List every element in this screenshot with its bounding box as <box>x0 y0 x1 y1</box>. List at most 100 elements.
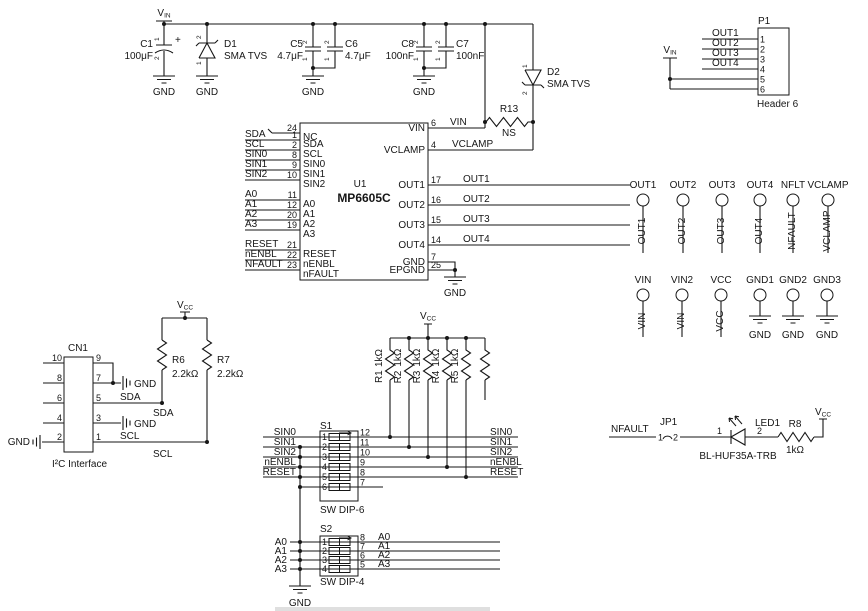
testpoint-out4: OUT4 OUT4 <box>747 180 774 253</box>
tp-vin2-net: VIN <box>676 313 687 330</box>
vin-rail-wires <box>162 22 533 26</box>
s1-pin11: 11 <box>360 438 369 448</box>
tp-gnd1-net: GND <box>749 330 771 341</box>
pullup-resistor-array: VCC R11kΩ R21kΩ R31kΩ R41kΩ R51kΩ <box>374 311 491 479</box>
r8-value: 1kΩ <box>786 445 805 456</box>
s1-net-sin2: SIN2 <box>274 447 297 458</box>
net-a0: A0 <box>245 189 258 200</box>
u1-pin14-num: 14 <box>431 235 441 245</box>
r5-label: R51kΩ <box>450 348 461 383</box>
u1-pin16-num: 16 <box>431 195 441 205</box>
u1-pin15-name: OUT3 <box>398 220 425 231</box>
tp-out3-net: OUT3 <box>716 217 727 244</box>
testpoint-out3: OUT3 OUT3 <box>709 180 736 253</box>
u1-pin1-num: 1 <box>292 130 297 140</box>
capacitors-c8-c7: 2 1 2 1 C8 100nF C7 100nF GND <box>386 24 484 98</box>
testpoint-row2: VIN VIN VIN2 VIN VCC VCC GND1 GND GND2 G… <box>635 275 842 341</box>
u1-pin14-name: OUT4 <box>398 240 425 251</box>
u1-pin20-num: 20 <box>287 210 297 220</box>
c1-value: 100μF <box>124 51 153 62</box>
nfault-net-label: NFAULT <box>611 424 649 435</box>
c8-ref: C8 <box>401 39 414 50</box>
tp-out2-net: OUT2 <box>677 217 688 244</box>
s1-net-reset: RESET <box>263 467 296 478</box>
u1-pin15-num: 15 <box>431 215 441 225</box>
vin-power-symbol: VIN <box>156 8 172 24</box>
d1-pin1: 1 <box>196 61 203 65</box>
u1-pin19-num: 19 <box>287 220 297 230</box>
s2-net-a2: A2 <box>275 555 288 566</box>
p1-net-out4: OUT4 <box>712 58 739 69</box>
testpoint-out2: OUT2 OUT2 <box>670 180 697 253</box>
s1-pin5: 5 <box>322 472 327 482</box>
net-a1: A1 <box>245 199 258 210</box>
bottom-crop-artifact <box>275 607 490 611</box>
net-out4: OUT4 <box>463 234 490 245</box>
s1-pin7: 7 <box>360 478 365 488</box>
i2c-vcc-symbol: VCC <box>177 300 193 312</box>
s2-ref: S2 <box>320 524 333 535</box>
net-sda: SDA <box>245 129 266 140</box>
s2-pin5: 5 <box>360 560 365 570</box>
c6-value: 4.7μF <box>345 51 371 62</box>
s1-rnet-sin1: SIN1 <box>490 437 513 448</box>
cn1-pin8: 8 <box>57 373 62 383</box>
jp1-pin1: 1 <box>658 433 663 443</box>
c7-pin2: 2 <box>435 40 442 44</box>
s1-part: SW DIP-6 <box>320 505 365 516</box>
net-a3: A3 <box>245 219 258 230</box>
tp-out1-net: OUT1 <box>637 217 648 244</box>
net-sin2: SIN2 <box>245 169 268 180</box>
jp1-pin2: 2 <box>673 433 678 443</box>
s1-pin8: 8 <box>360 468 365 478</box>
tp-out4-label: OUT4 <box>747 180 774 191</box>
s2-pin3: 3 <box>322 555 327 565</box>
u1-pin20-name: A2 <box>303 219 316 230</box>
net-out3: OUT3 <box>463 214 490 225</box>
tp-out3-label: OUT3 <box>709 180 736 191</box>
net-out2: OUT2 <box>463 194 490 205</box>
c7-pin1: 1 <box>435 57 442 61</box>
tp-gnd3-net: GND <box>816 330 838 341</box>
s1-pin10: 10 <box>360 448 370 458</box>
u1-pin22-name: nENBL <box>303 259 335 270</box>
testpoint-out1: OUT1 OUT1 <box>630 180 657 253</box>
u1-pin2-num: 2 <box>292 140 297 150</box>
u1-pin10-name: SIN2 <box>303 179 326 190</box>
capacitors-c5-c6: 2 1 2 1 C5 4.7μF C6 4.7μF GND <box>277 24 371 98</box>
c1-plus-mark: + <box>175 35 181 46</box>
u1-pin23-name: nFAULT <box>303 269 339 280</box>
s1-pin1: 1 <box>322 432 327 442</box>
c1-ref: C1 <box>140 39 153 50</box>
c8-value: 100nF <box>386 51 414 62</box>
capacitor-c1: C1 100μF + 1 2 GND <box>124 24 181 98</box>
s2-rnet-a3: A3 <box>378 559 391 570</box>
s1-pin2: 2 <box>322 442 327 452</box>
c5-ref: C5 <box>290 39 303 50</box>
tp-vcc-label: VCC <box>710 275 731 286</box>
u1-pin9-num: 9 <box>292 160 297 170</box>
cn1-scl-pin-label: SCL <box>120 431 140 442</box>
p1-pin5: 5 <box>760 75 765 85</box>
c5-pin1: 1 <box>302 57 309 61</box>
s2-net-a0: A0 <box>275 537 288 548</box>
net-reset: RESET <box>245 239 278 250</box>
s2-gnd-label: GND <box>289 598 311 609</box>
d2-value: SMA TVS <box>547 79 590 90</box>
s2-pin2: 2 <box>322 546 327 556</box>
c8-gnd-label: GND <box>413 87 435 98</box>
s1-pin9: 9 <box>360 458 365 468</box>
r4-label: R41kΩ <box>431 348 442 383</box>
tp-gnd2-label: GND2 <box>779 275 807 286</box>
cn1-pin5: 5 <box>96 393 101 403</box>
cn1-sda-net-label: SDA <box>153 408 174 419</box>
u1-pin10-num: 10 <box>287 170 297 180</box>
d1-gnd-label: GND <box>196 87 218 98</box>
u1-pin6-name: VIN <box>408 123 425 134</box>
net-nfault: NFAULT <box>245 259 283 270</box>
s1-net-sin0: SIN0 <box>274 427 297 438</box>
s1-slide-arrow <box>339 430 353 436</box>
led-emission-arrows <box>728 415 743 427</box>
